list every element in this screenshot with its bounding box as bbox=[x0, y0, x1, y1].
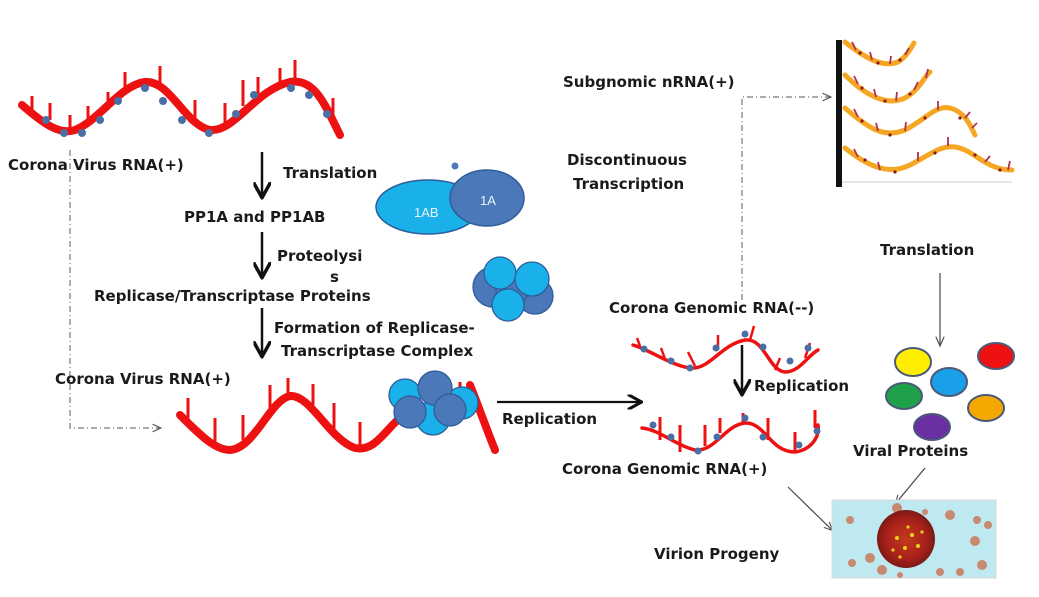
rna-strand-top bbox=[18, 60, 344, 139]
rna-strand-bottom bbox=[176, 370, 499, 455]
dashed-connector-left bbox=[69, 150, 160, 428]
label-pp1a-pp1ab: PP1A and PP1AB bbox=[184, 208, 326, 226]
label-discontinuous-2: Transcription bbox=[573, 175, 685, 193]
viral-protein-yellow bbox=[894, 347, 932, 377]
viral-protein-green bbox=[885, 382, 923, 410]
viral-protein-red bbox=[977, 342, 1015, 370]
blob-1ab-label: 1AB bbox=[414, 205, 439, 220]
label-translation-1: Translation bbox=[283, 164, 378, 182]
label-formation-2: Transcriptase Complex bbox=[281, 342, 474, 360]
viral-protein-orange bbox=[967, 394, 1005, 422]
polyprotein-blobs: 1AB 1A bbox=[375, 162, 525, 235]
replicase-protein-cluster bbox=[472, 256, 554, 322]
dashed-connector-right bbox=[741, 97, 830, 300]
arrow-genomic-to-virion bbox=[787, 486, 832, 530]
label-rna-top: Corona Virus RNA(+) bbox=[8, 156, 184, 174]
label-subgenomic: Subgnomic nRNA(+) bbox=[563, 73, 735, 91]
virion-progeny-image bbox=[831, 499, 997, 579]
label-translation-2: Translation bbox=[880, 241, 975, 259]
label-virion-progeny: Virion Progeny bbox=[654, 545, 780, 563]
blob-1a bbox=[449, 169, 525, 227]
label-replication-horizontal: Replication bbox=[502, 410, 598, 428]
blob-1a-label: 1A bbox=[480, 193, 496, 208]
label-discontinuous-1: Discontinuous bbox=[567, 151, 687, 169]
label-proteolysis-1: Proteolysi bbox=[277, 247, 363, 265]
label-rna-bottom: Corona Virus RNA(+) bbox=[55, 370, 231, 388]
viral-protein-circles bbox=[885, 342, 1015, 441]
rna-strand-genomic-negative bbox=[631, 325, 820, 374]
subgenomic-rna-illustration bbox=[836, 39, 1015, 187]
label-genomic-positive: Corona Genomic RNA(+) bbox=[562, 460, 768, 478]
rna-strand-genomic-positive bbox=[640, 410, 821, 455]
viral-protein-blue bbox=[930, 367, 968, 397]
arrow-proteins-to-virion bbox=[896, 467, 926, 503]
label-viral-proteins: Viral Proteins bbox=[853, 442, 969, 460]
label-formation-1: Formation of Replicase- bbox=[274, 319, 475, 337]
label-proteolysis-2: s bbox=[330, 268, 339, 286]
label-replication-vertical: Replication bbox=[754, 377, 850, 395]
viral-protein-purple bbox=[913, 413, 951, 441]
label-genomic-negative: Corona Genomic RNA(--) bbox=[609, 299, 815, 317]
label-replicase-proteins: Replicase/Transcriptase Proteins bbox=[94, 287, 371, 305]
